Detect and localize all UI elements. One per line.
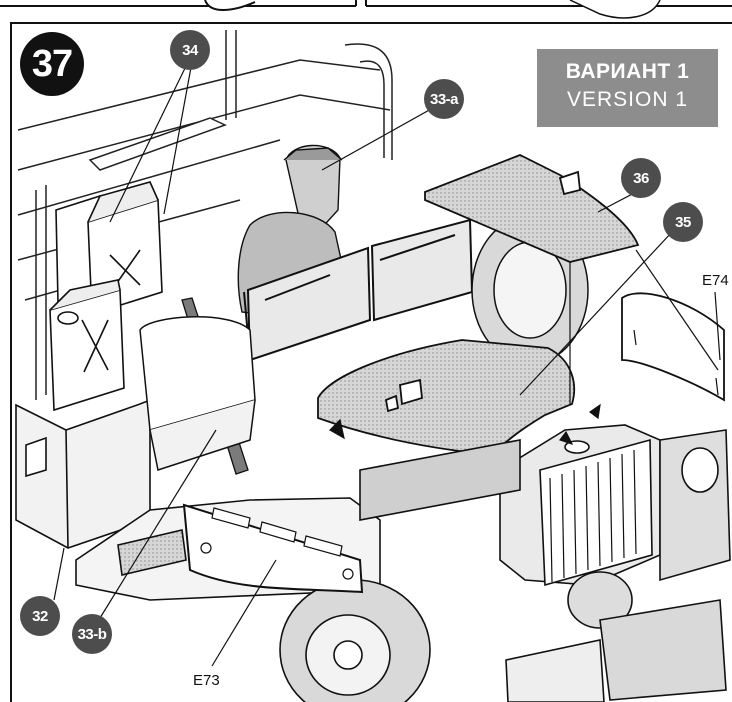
hood-panel (317, 339, 576, 456)
engine-and-grille (359, 424, 731, 629)
label-e73: E73 (193, 672, 220, 689)
version-label-en: VERSION 1 (566, 88, 689, 111)
callout-35: 35 (663, 202, 703, 242)
top-strip-drawing (0, 0, 732, 19)
windshield (243, 218, 474, 381)
callout-33b: 33-b (72, 614, 112, 654)
step-panel (10, 22, 732, 702)
label-e74: E74 (702, 272, 729, 289)
previous-step-edge (0, 0, 732, 30)
fender-e74 (621, 292, 725, 402)
version-box: ВАРИАНТ 1 VERSION 1 (537, 49, 718, 127)
hood-top-panel (424, 154, 640, 405)
front-wheel (279, 579, 727, 702)
seat (139, 316, 256, 471)
callout-32: 32 (20, 596, 60, 636)
version-label-ru: ВАРИАНТ 1 (565, 60, 690, 83)
callout-36: 36 (621, 158, 661, 198)
body-box (15, 398, 151, 549)
step-number-badge: 37 (20, 32, 84, 96)
callout-33a: 33-a (424, 79, 464, 119)
jerry-cans (49, 181, 163, 412)
callout-34: 34 (170, 30, 210, 70)
fender-e73 (182, 503, 364, 594)
